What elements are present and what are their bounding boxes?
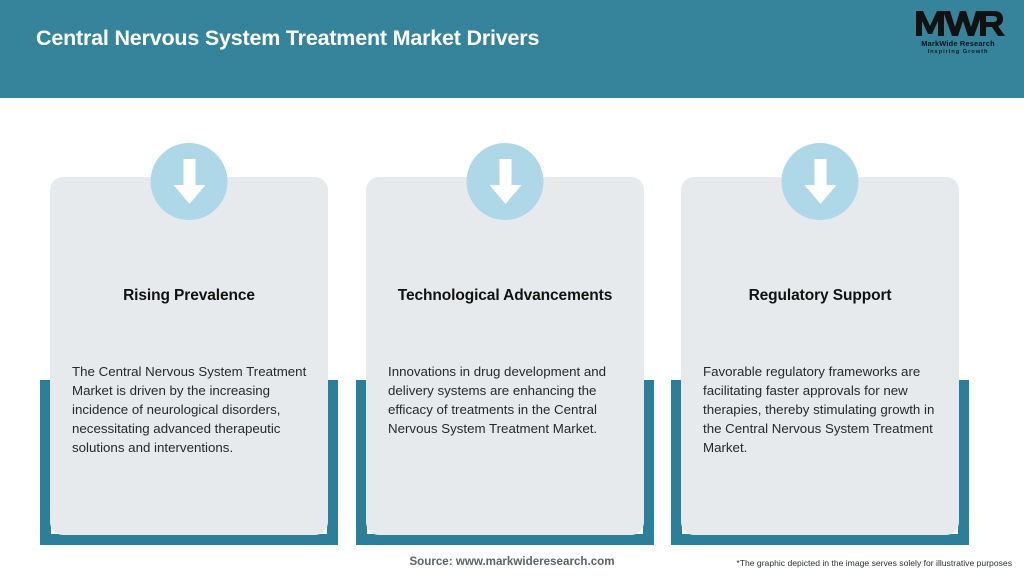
card-title: Rising Prevalence: [123, 287, 255, 304]
card-frame-right: [958, 380, 969, 544]
driver-card-block: Regulatory Support Favorable regulatory …: [671, 143, 969, 545]
down-arrow-icon: [150, 143, 228, 220]
driver-card-block: Technological Advancements Innovations i…: [356, 143, 654, 545]
header-band: [0, 0, 1024, 98]
card-frame-left: [671, 380, 682, 544]
logo-mark-icon: [910, 8, 1006, 38]
card-title: Regulatory Support: [748, 287, 892, 304]
card-body: The Central Nervous System Treatment Mar…: [72, 364, 307, 455]
logo-tagline: Inspiring Growth: [927, 49, 989, 55]
card-frame-right: [327, 380, 338, 544]
driver-card[interactable]: Technological Advancements Innovations i…: [366, 143, 644, 535]
driver-card[interactable]: Rising Prevalence The Central Nervous Sy…: [50, 143, 328, 535]
footer-disclaimer: *The graphic depicted in the image serve…: [736, 558, 1012, 568]
page-title: Central Nervous System Treatment Market …: [36, 26, 540, 50]
footer-source: Source: www.markwideresearch.com: [409, 555, 615, 568]
card-frame-right: [643, 380, 654, 544]
down-arrow-icon: [466, 143, 544, 220]
logo-name: MarkWide Research: [921, 39, 995, 48]
card-frame-bottom: [356, 534, 654, 545]
driver-card[interactable]: Regulatory Support Favorable regulatory …: [681, 143, 959, 535]
card-body: Favorable regulatory frameworks are faci…: [703, 364, 935, 455]
card-frame-bottom: [40, 534, 338, 545]
card-frame-left: [356, 380, 367, 544]
card-body: Innovations in drug development and deli…: [388, 364, 607, 436]
down-arrow-icon: [781, 143, 859, 220]
driver-card-block: Rising Prevalence The Central Nervous Sy…: [40, 143, 338, 545]
card-frame-left: [40, 380, 51, 544]
brand-logo: MarkWide Research Inspiring Growth: [910, 8, 1006, 60]
card-title: Technological Advancements: [397, 287, 613, 304]
card-frame-bottom: [671, 534, 969, 545]
